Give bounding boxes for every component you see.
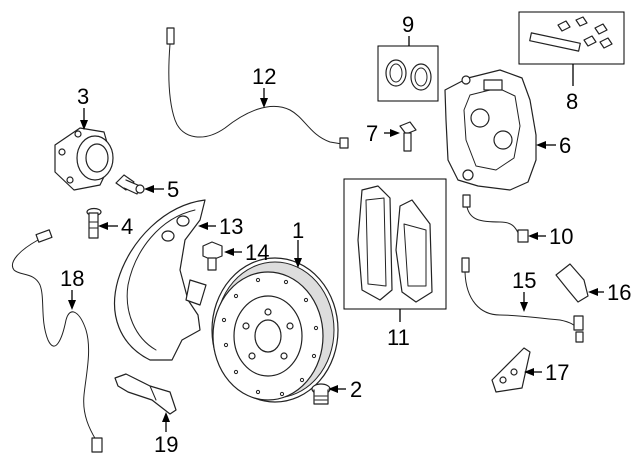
- callout-7: 7: [366, 121, 378, 146]
- brake-caliper: [444, 69, 537, 191]
- callout-3: 3: [77, 84, 89, 109]
- callout-6: 6: [559, 133, 571, 158]
- wheel-stud: [86, 207, 102, 239]
- leader-lines: [68, 36, 604, 432]
- hub-bolt: [115, 174, 145, 195]
- callout-12: 12: [252, 64, 276, 89]
- wire-bracket: [114, 373, 177, 415]
- dust-shield: [114, 199, 207, 361]
- caliper-hardware-kit: [518, 11, 625, 65]
- callout-13: 13: [219, 214, 243, 239]
- rotor-screw: [311, 383, 331, 405]
- callout-9: 9: [402, 12, 414, 37]
- sensor-bracket-lower: [491, 347, 531, 393]
- callout-labels: 1 2 3 4 5 6 7 8 9 10 11 12 13 14 15 16 1…: [60, 12, 631, 457]
- pad-wear-sensor-lower: [461, 257, 584, 343]
- brake-pad-set: [343, 178, 447, 310]
- callout-17: 17: [545, 360, 569, 385]
- callout-16: 16: [607, 280, 631, 305]
- callout-19: 19: [154, 432, 178, 457]
- callout-1: 1: [292, 218, 304, 243]
- abs-sensor-wire-upper: [166, 27, 349, 149]
- abs-sensor-wire-lower: [12, 229, 103, 453]
- wheel-hub: [54, 127, 114, 191]
- caliper-seal-kit: [377, 45, 439, 102]
- callout-14: 14: [245, 240, 269, 265]
- bleeder-screw: [399, 121, 417, 152]
- brake-rotor: [211, 257, 339, 403]
- callout-8: 8: [566, 89, 578, 114]
- pad-wear-sensor-upper: [462, 194, 529, 243]
- callout-18: 18: [60, 266, 84, 291]
- callout-11: 11: [387, 325, 410, 350]
- callout-2: 2: [350, 377, 362, 402]
- callout-15: 15: [512, 268, 536, 293]
- shield-bolt: [202, 241, 223, 271]
- callout-5: 5: [167, 177, 179, 202]
- sensor-bracket-upper: [555, 263, 589, 303]
- callout-4: 4: [121, 214, 133, 239]
- callout-10: 10: [549, 224, 573, 249]
